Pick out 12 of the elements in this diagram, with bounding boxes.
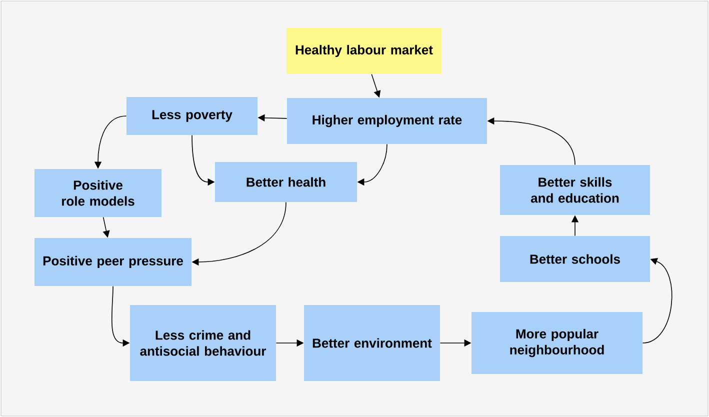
- process-box: More popular neighbourhood: [472, 312, 642, 374]
- start-box: Healthy labour market: [286, 28, 442, 74]
- process-box: Better environment: [304, 305, 440, 381]
- process-box: Higher employment rate: [287, 98, 487, 144]
- process-box: Better schools: [500, 236, 650, 282]
- process-box: Better skills and education: [500, 165, 650, 215]
- process-box: Better health: [215, 162, 357, 202]
- process-box: Positive role models: [34, 169, 162, 217]
- process-box: Positive peer pressure: [34, 238, 192, 286]
- arrow: [642, 258, 672, 344]
- process-box: Less poverty: [126, 97, 258, 135]
- process-box: Less crime and antisocial behaviour: [130, 305, 276, 381]
